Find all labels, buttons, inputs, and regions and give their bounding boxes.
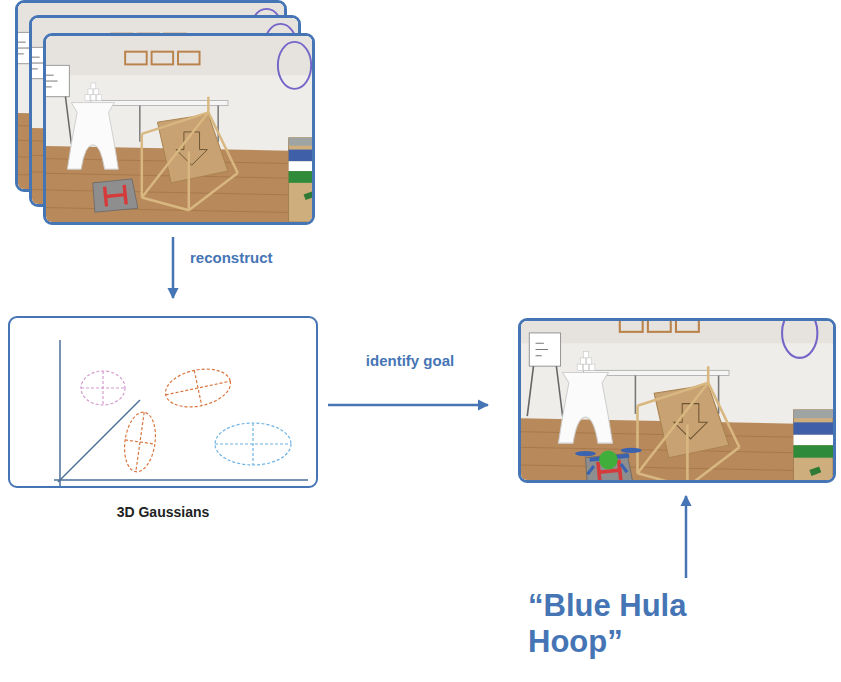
edge-label: identify goal	[365, 350, 455, 372]
gaussian-box: 3D Gaussians	[8, 316, 318, 488]
room-photo	[521, 321, 833, 480]
goal-arrow	[685, 496, 688, 578]
room-photo	[46, 36, 312, 222]
node-caption: 3D Gaussians	[10, 504, 316, 520]
drone	[575, 448, 642, 475]
edge-label: reconstruct	[190, 247, 310, 269]
photo-node	[518, 318, 836, 483]
goal-query: “Blue Hula Hoop”	[528, 588, 743, 659]
gaussian-plot	[8, 316, 318, 488]
flow-arrow	[172, 237, 175, 298]
flow-arrow	[328, 404, 488, 407]
photo-frame	[43, 33, 315, 225]
photo-node	[15, 0, 315, 225]
photo-frame	[518, 318, 836, 483]
